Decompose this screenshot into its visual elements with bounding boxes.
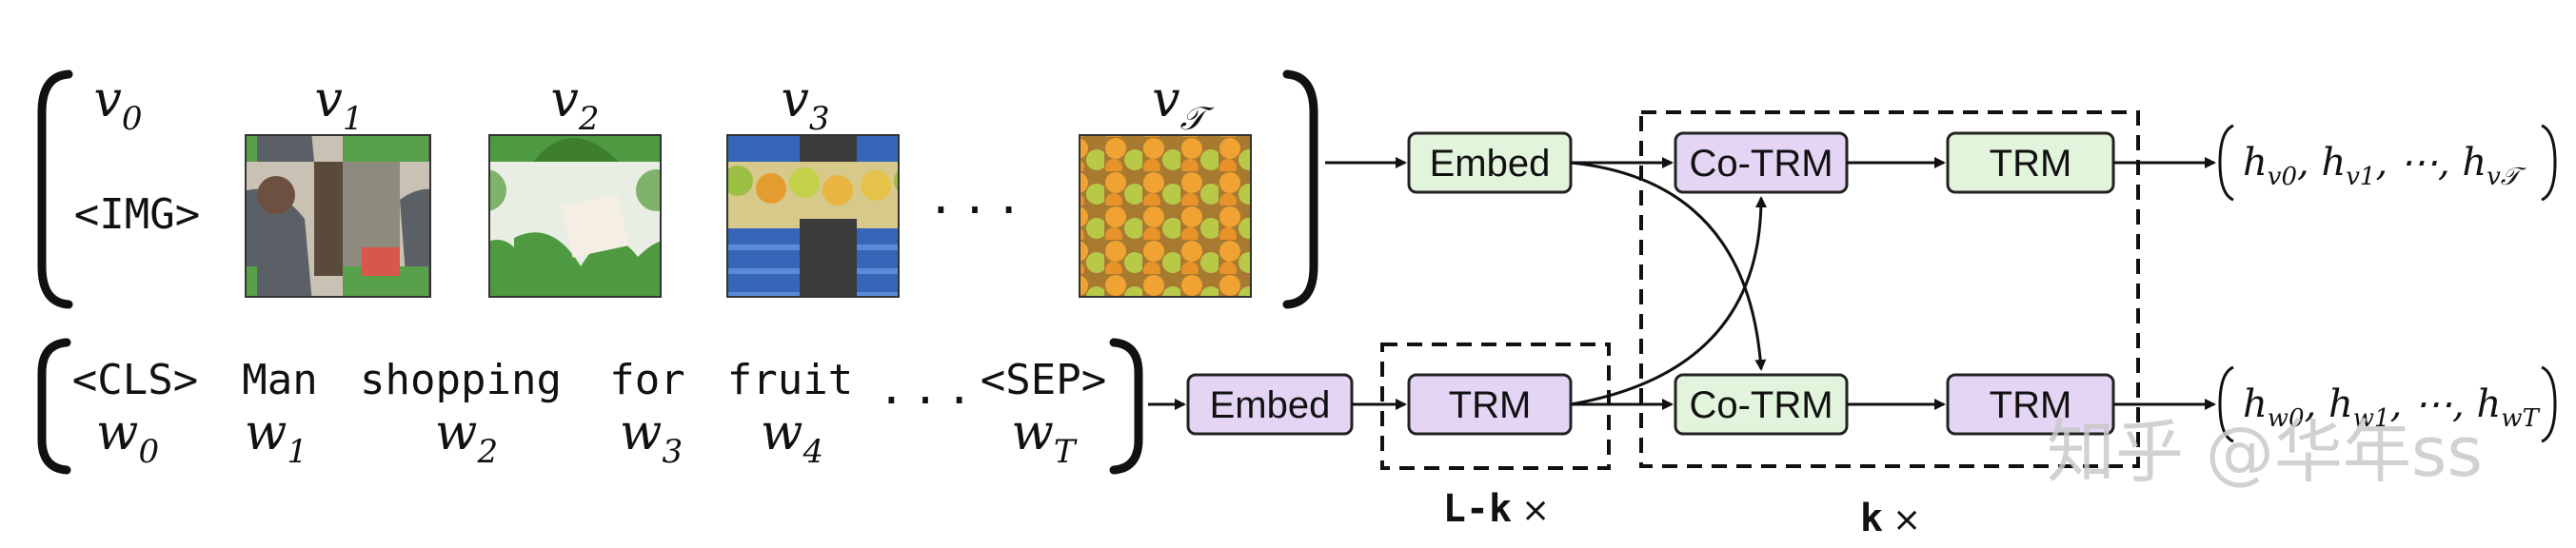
image-row-right-paren xyxy=(1282,69,1318,309)
token-fruit-word: fruit xyxy=(727,356,853,404)
market-shopper-photo xyxy=(245,134,431,298)
token-shopping-word: shopping xyxy=(360,356,562,404)
token-w0-symbol: w0 xyxy=(96,404,159,471)
arrow-text-trm-to-visual-cotrm xyxy=(1570,196,1767,406)
vegetable-price-tag-photo xyxy=(488,134,662,298)
visual-output-text: hv0, hv1, ⋯, hv𝒯 xyxy=(2243,141,2527,191)
token-w3-symbol: w3 xyxy=(620,404,683,471)
text-row-right-paren xyxy=(1109,338,1143,475)
token-for-word: for xyxy=(609,356,684,404)
l-minus-k-multiplier: L-k× xyxy=(1443,487,1550,531)
text-row-left-paren xyxy=(37,338,71,475)
token-v3-symbol: v3 xyxy=(781,71,829,138)
k-layer-group xyxy=(1639,110,2140,468)
image-row-left-paren xyxy=(37,69,73,309)
text-embed-label: Embed xyxy=(1210,384,1331,426)
oranges-pile-photo xyxy=(1079,134,1252,298)
token-v0-symbol: v0 xyxy=(93,71,142,138)
token-wT-symbol: wT xyxy=(1011,404,1078,471)
image-row-ellipsis: · · · xyxy=(932,180,1017,242)
token-man-word: Man xyxy=(242,356,317,404)
img-token-label: <IMG> xyxy=(74,190,200,239)
k-multiplier: k× xyxy=(1860,497,1921,540)
token-sep-word: <SEP> xyxy=(981,356,1106,404)
text-output-left-paren xyxy=(2218,365,2234,443)
fruit-crates-photo xyxy=(726,134,900,298)
arrow-visual-embed-to-text-cotrm xyxy=(1570,161,1767,371)
visual-output-right-paren xyxy=(2541,124,2557,202)
text-row-ellipsis: · · · xyxy=(882,370,967,432)
text-cotrm-label: Co-TRM xyxy=(1689,384,1833,426)
visual-cotrm-label: Co-TRM xyxy=(1689,143,1833,185)
visual-trm-label: TRM xyxy=(1990,143,2072,185)
visual-output-left-paren xyxy=(2218,124,2234,202)
text-trm-label: TRM xyxy=(1449,384,1532,426)
visual-embed-label: Embed xyxy=(1430,143,1551,185)
text-output-text: hw0, hw1, ⋯, hwT xyxy=(2243,382,2540,433)
token-w4-symbol: w4 xyxy=(761,404,823,471)
token-v2-symbol: v2 xyxy=(550,71,599,138)
text-output-right-paren xyxy=(2541,365,2557,443)
token-v1-symbol: v1 xyxy=(314,71,363,138)
text-trm2-label: TRM xyxy=(1990,384,2072,426)
token-vT-symbol: v𝒯 xyxy=(1152,71,1214,138)
token-w2-symbol: w2 xyxy=(435,404,498,471)
zhihu-watermark: 知乎 @华年ss xyxy=(2047,412,2483,492)
token-cls-word: <CLS> xyxy=(72,356,198,404)
token-w1-symbol: w1 xyxy=(245,404,307,471)
l-minus-k-layer-group xyxy=(1380,342,1611,470)
